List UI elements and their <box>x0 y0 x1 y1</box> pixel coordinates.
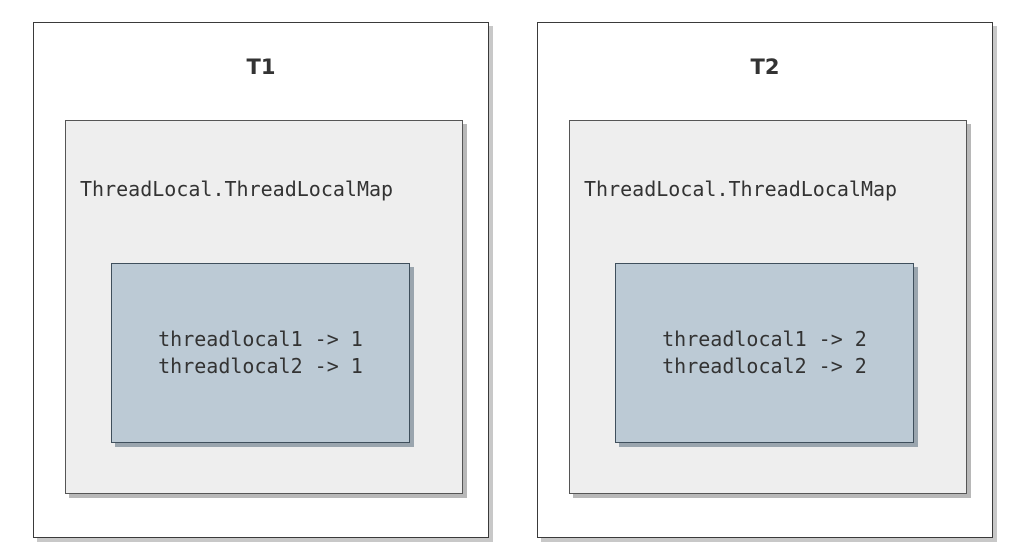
map-entry: threadlocal2 -> 2 <box>662 354 867 378</box>
threadlocalmap-box: ThreadLocal.ThreadLocalMap threadlocal1 … <box>65 120 463 494</box>
map-entries-box: threadlocal1 -> 2 threadlocal2 -> 2 <box>615 263 914 443</box>
threadlocalmap-label: ThreadLocal.ThreadLocalMap <box>584 177 898 201</box>
threadlocalmap-label: ThreadLocal.ThreadLocalMap <box>80 177 394 201</box>
map-entry: threadlocal1 -> 1 <box>158 327 363 351</box>
thread-t2-box: T2 ThreadLocal.ThreadLocalMap threadloca… <box>537 22 993 538</box>
map-entries-box: threadlocal1 -> 1 threadlocal2 -> 1 <box>111 263 410 443</box>
map-entry: threadlocal1 -> 2 <box>662 327 867 351</box>
map-entry: threadlocal2 -> 1 <box>158 354 363 378</box>
thread-title: T1 <box>246 55 276 79</box>
threadlocalmap-box: ThreadLocal.ThreadLocalMap threadlocal1 … <box>569 120 967 494</box>
thread-t1-box: T1 ThreadLocal.ThreadLocalMap threadloca… <box>33 22 489 538</box>
thread-title: T2 <box>750 55 780 79</box>
